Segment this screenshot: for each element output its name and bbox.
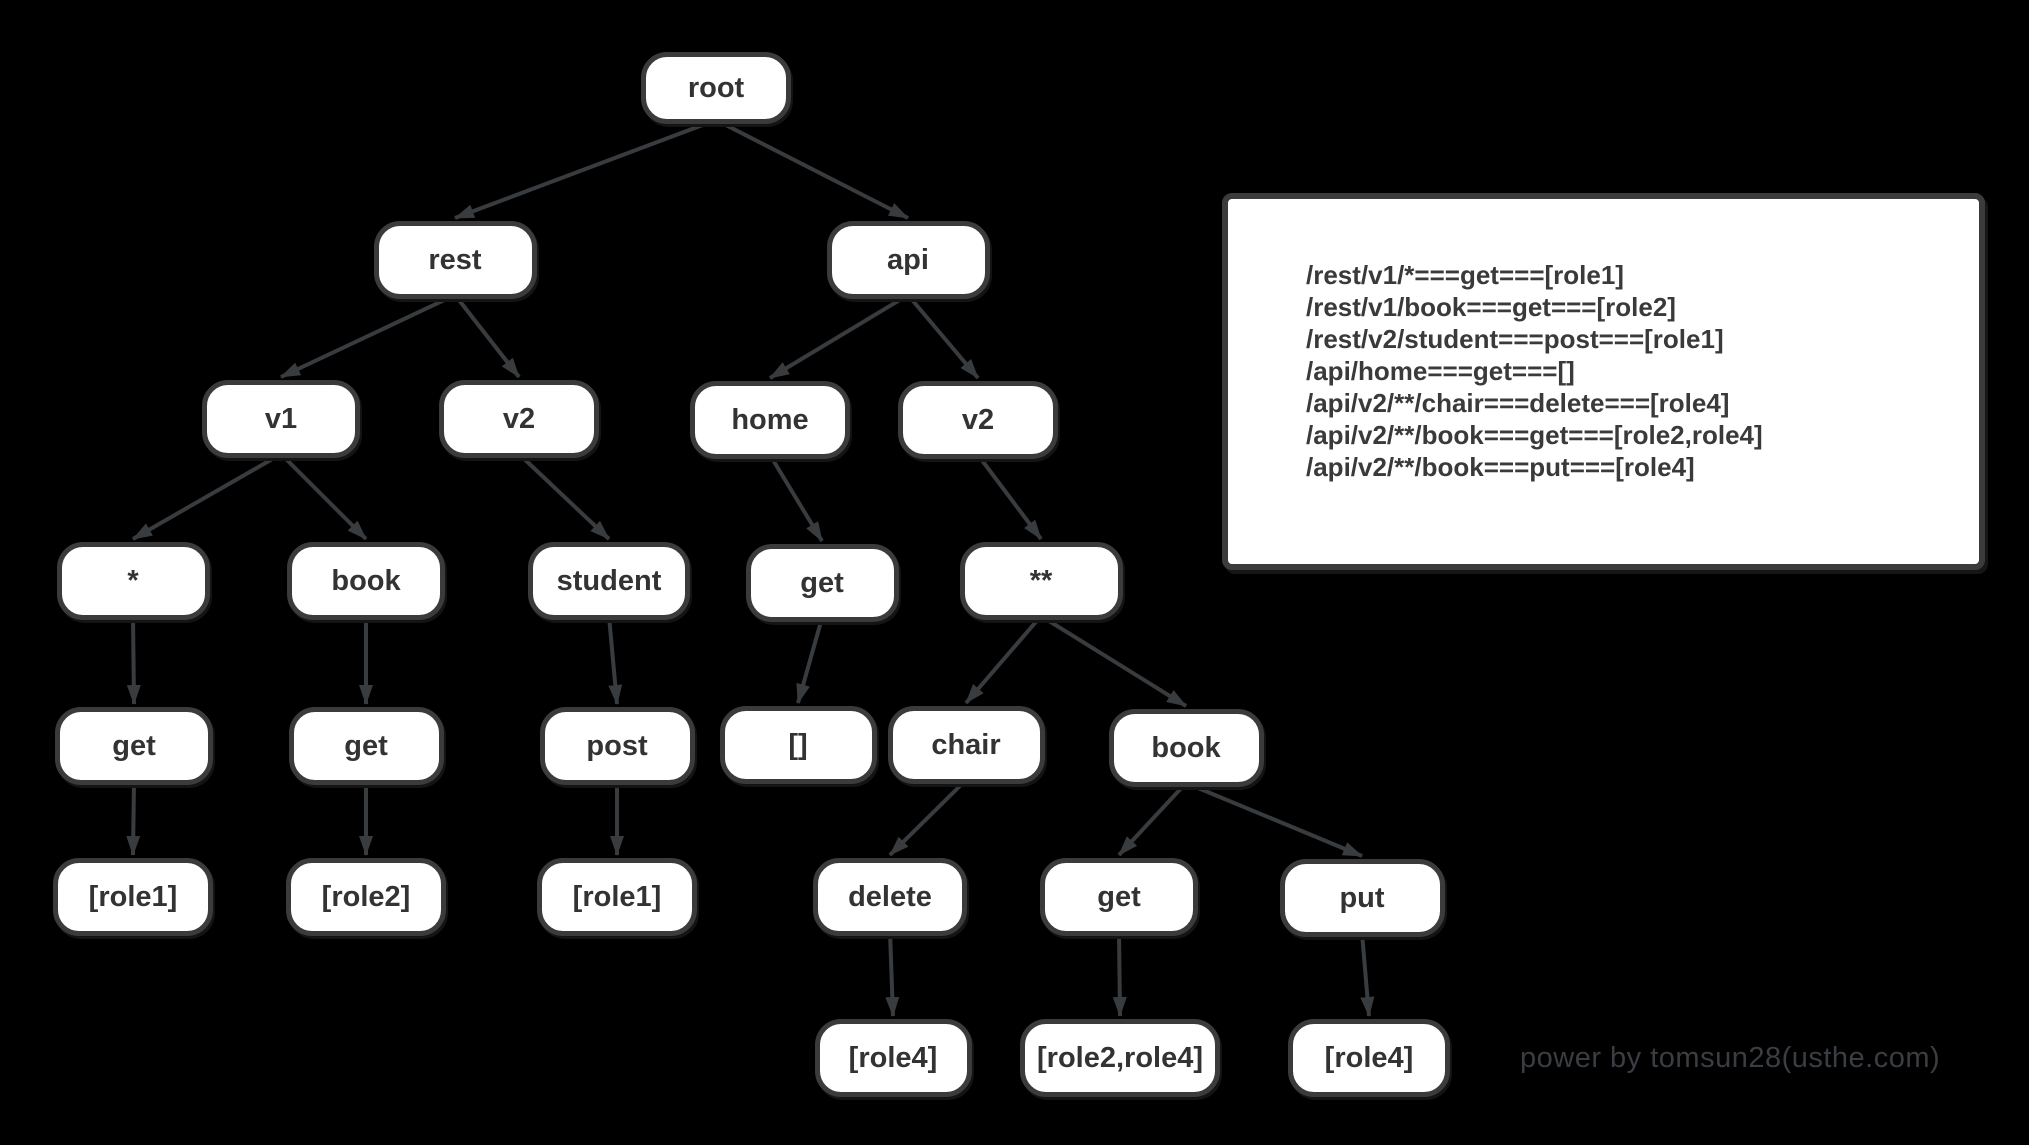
edge-v2a-dstar [976,453,1043,541]
edge-star-gets [126,615,141,705]
edge-rest-v2r [453,293,521,379]
legend-line: /rest/v1/book===get===[role2] [1306,292,1676,322]
edge-root-rest [454,118,717,220]
legend-line: /rest/v1/*===get===[role1] [1306,260,1624,290]
edge-student-post [607,615,623,705]
edge-chair-del [888,778,968,857]
edge-book2-getb2 [1117,781,1188,857]
legend-box: /rest/v1/*===get===[role1]/rest/v1/book=… [1222,193,1985,570]
tree-node-geth: get [745,544,899,622]
tree-node-role24: [role2,role4] [1020,1019,1220,1097]
tree-node-v1: v1 [202,380,360,458]
tree-node-put: put [1279,859,1445,937]
tree-node-del: delete [813,858,967,936]
tree-node-v2r: v2 [439,380,599,458]
edge-v1-star [132,452,282,541]
edge-put-role4p [1360,932,1375,1017]
tree-node-getb2: get [1040,858,1198,936]
legend-text: /rest/v1/*===get===[role1]/rest/v1/book=… [1228,199,1979,483]
tree-node-role4d: [role4] [814,1019,972,1097]
tree-node-chair: chair [887,706,1045,784]
tree-node-book2: book [1108,709,1264,787]
edge-rest-v1 [280,293,456,379]
edge-dstar-book2 [1039,614,1188,708]
tree-node-empty: [] [719,706,877,784]
edge-getb2-role24 [1112,931,1127,1017]
legend-line: /api/v2/**/chair===delete===[role4] [1306,388,1730,418]
edge-book2-put [1185,781,1363,858]
watermark-text: power by tomsun28(usthe.com) [1520,1042,1941,1074]
legend-line: /api/v2/**/book===get===[role2,role4] [1306,420,1763,450]
tree-node-book1: book [287,542,445,620]
tree-node-post: post [539,707,695,785]
edge-v2r-student [517,452,611,541]
tree-node-student: student [528,542,690,620]
tree-node-v2a: v2 [898,381,1058,459]
edge-api-v2a [906,293,980,380]
tree-node-role2a: [role2] [286,858,446,936]
tree-node-role4p: [role4] [1288,1019,1450,1097]
tree-node-star: * [56,542,210,620]
legend-line: /api/v2/**/book===put===[role4] [1306,452,1695,482]
tree-node-root: root [641,52,791,124]
tree-node-role1a: [role1] [53,858,213,936]
edge-root-api [715,118,909,220]
edge-del-role4d [885,931,900,1017]
tree-node-rest: rest [373,221,537,299]
edge-geth-empty [796,617,824,704]
edge-v1-book1 [279,452,368,541]
edge-home-geth [768,453,824,543]
legend-line: /rest/v2/student===post===[role1] [1306,324,1724,354]
edge-dstar-chair [964,614,1043,705]
tree-node-role1b: [role1] [537,858,697,936]
tree-node-gets: get [55,707,213,785]
legend-line: /api/home===get===[] [1306,356,1575,386]
edge-gets-role1a [126,780,141,856]
tree-node-getb: get [288,707,444,785]
tree-node-dstar: ** [959,542,1123,620]
edge-api-home [768,293,910,380]
tree-node-api: api [826,221,990,299]
tree-node-home: home [690,381,850,459]
